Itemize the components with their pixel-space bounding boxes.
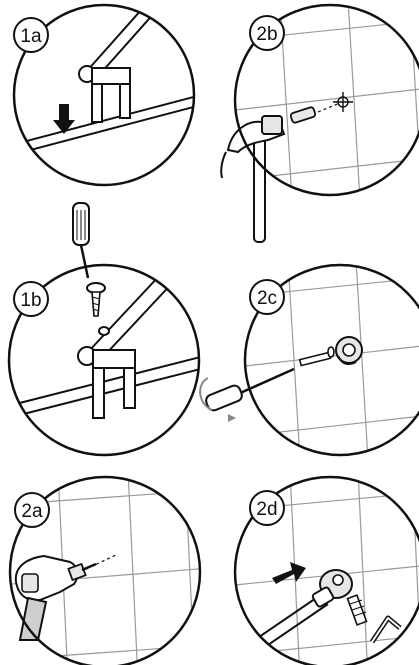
step-label-2b: 2b [256,24,277,45]
power-drill-icon [14,554,97,641]
panel-circle [7,263,201,457]
step-badge: 1b [13,281,49,317]
glass-clip [78,65,131,123]
step-label-1b: 1b [20,290,41,311]
screw-icon [298,346,335,367]
wall-plug [289,106,317,124]
wall-mount-bracket [311,569,353,608]
wall-plug [346,594,368,626]
step-badge: 2b [249,15,285,51]
hammer-icon [220,115,286,243]
panel-2a: 2a [8,475,202,665]
allen-key-icon [369,615,402,644]
panel-circle [12,3,196,187]
panel-2d: 2d [233,475,419,665]
drill-mark-crosshair [333,92,353,112]
panel-2c: 2c [199,263,419,457]
panel-circle [8,475,202,665]
step-label-1a: 1a [20,26,42,47]
wall-hook-mount [335,336,363,365]
push-arrow [272,562,306,584]
panel-circle [243,263,419,457]
glass-clip [77,326,136,419]
step-label-2c: 2c [257,288,277,309]
panel-1b: 1b [7,202,201,457]
step-label-2a: 2a [21,501,43,522]
push-down-arrow [53,104,75,134]
panel-1a: 1a [12,3,196,187]
step-badge: 2c [249,279,285,315]
screw-icon [86,282,106,317]
panel-2b: 2b [220,3,419,243]
step-label-2d: 2d [256,499,277,520]
step-badge: 2a [14,492,50,528]
panel-circle [233,3,419,197]
screwdriver-icon [72,202,90,279]
screwdriver-icon [199,367,295,422]
step-badge: 2d [249,490,285,526]
step-badge: 1a [13,17,49,53]
panel-circle [233,475,419,665]
